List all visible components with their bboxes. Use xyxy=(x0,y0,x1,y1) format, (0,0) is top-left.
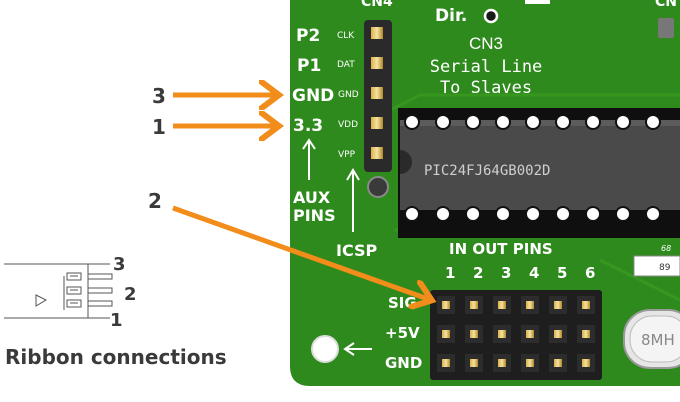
callout-number-3: 3 xyxy=(152,84,166,108)
ribbon-number-1: 1 xyxy=(110,310,123,331)
ribbon-caption: Ribbon connections xyxy=(5,345,227,369)
cn4-label: CN4 xyxy=(361,0,393,10)
aux-up-arrow-icon xyxy=(302,138,316,180)
io-pin xyxy=(470,359,478,367)
pin-clk-label: CLK xyxy=(337,31,355,41)
cn3-label: CN3 xyxy=(469,34,503,53)
pin-gnd-small-label: GND xyxy=(338,90,359,100)
io-pin xyxy=(442,359,450,367)
icsp-label: ICSP xyxy=(336,241,378,260)
io-pin xyxy=(498,330,506,338)
row-label-sig: SIG xyxy=(388,294,417,312)
pin-p1-label: P1 xyxy=(297,56,321,76)
callout-number-2: 2 xyxy=(148,189,162,213)
io-pin xyxy=(526,301,534,309)
aux-label: AUX xyxy=(293,188,331,207)
io-pin xyxy=(526,330,534,338)
chip-bottom-pins xyxy=(404,206,661,222)
io-pin xyxy=(442,301,450,309)
pin-vpp-label: VPP xyxy=(338,150,356,160)
io-pin xyxy=(526,359,534,367)
pins-label: PINS xyxy=(293,206,336,225)
serial-line-label: Serial Line xyxy=(430,57,543,77)
io-pin xyxy=(470,330,478,338)
top-right-pad xyxy=(658,18,674,38)
crystal-label: 8MH xyxy=(641,331,675,349)
callout-arrow-2 xyxy=(172,205,428,299)
pin-number: 4 xyxy=(529,264,539,282)
io-pin xyxy=(582,359,590,367)
io-pin xyxy=(498,301,506,309)
chip-label: PIC24FJ64GB002D xyxy=(424,163,550,179)
pin-gnd-label: GND xyxy=(292,86,334,106)
in-out-pins-title: IN OUT PINS xyxy=(449,240,553,258)
ribbon-connector-icon xyxy=(4,263,113,319)
pin-number: 5 xyxy=(557,264,567,282)
io-pin xyxy=(582,330,590,338)
pin-number: 1 xyxy=(445,264,455,282)
icsp-up-arrow-icon xyxy=(346,168,360,232)
io-pin xyxy=(554,359,562,367)
row-label-gnd: GND xyxy=(385,354,422,372)
mounting-pad xyxy=(367,176,389,198)
pin-p2-label: P2 xyxy=(296,26,320,46)
small-part-label: 68 xyxy=(661,244,671,253)
io-pin xyxy=(554,301,562,309)
io-header-pins xyxy=(437,296,595,372)
chip-top-pins xyxy=(404,114,661,130)
io-pin xyxy=(498,359,506,367)
pin-number: 6 xyxy=(585,264,595,282)
aux-pin-labels: P2 CLK P1 DAT GND GND 3.3 VDD VPP xyxy=(292,26,359,160)
cn4-pins xyxy=(371,27,383,159)
pin-number: 2 xyxy=(473,264,483,282)
io-pin xyxy=(470,301,478,309)
small-part-label-2: 89 xyxy=(659,263,671,273)
io-pin-header xyxy=(430,290,602,380)
io-pin xyxy=(582,301,590,309)
dir-silk-mark xyxy=(525,0,550,4)
small-component xyxy=(633,255,680,277)
dir-hole xyxy=(483,8,499,24)
pin-3v3-label: 3.3 xyxy=(293,116,323,136)
ribbon-number-3: 3 xyxy=(113,254,126,275)
io-pin xyxy=(442,330,450,338)
to-slaves-label: To Slaves xyxy=(440,78,532,98)
pin-vdd-label: VDD xyxy=(338,120,358,130)
cn-right-label: CN xyxy=(655,0,677,10)
mounting-hole xyxy=(311,335,339,363)
io-pin xyxy=(554,330,562,338)
callout-number-1: 1 xyxy=(152,115,166,139)
in-out-number-row: 1 2 3 4 5 6 xyxy=(445,264,595,282)
pin-dat-label: DAT xyxy=(337,60,355,70)
row-label-5v: +5V xyxy=(385,324,420,342)
left-arrow-icon xyxy=(343,342,372,356)
dir-label: Dir. xyxy=(435,6,467,26)
pin-number: 3 xyxy=(501,264,511,282)
ribbon-number-2: 2 xyxy=(124,284,137,305)
